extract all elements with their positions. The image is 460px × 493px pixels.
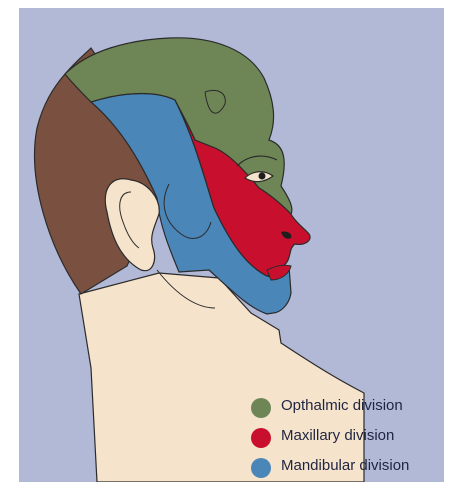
diagram-panel: Opthalmic division Maxillary division Ma… [19,8,444,482]
legend: Opthalmic division Maxillary division Ma… [251,394,441,482]
pupil [259,173,266,180]
ophthalmic-swatch [251,398,271,418]
maxillary-swatch [251,428,271,448]
legend-item-ophthalmic: Opthalmic division [251,394,441,424]
legend-item-mandibular: Mandibular division [251,454,441,482]
legend-item-maxillary: Maxillary division [251,424,441,454]
legend-label: Maxillary division [281,427,394,444]
legend-label: Mandibular division [281,457,409,474]
mandibular-swatch [251,458,271,478]
legend-label: Opthalmic division [281,397,403,414]
